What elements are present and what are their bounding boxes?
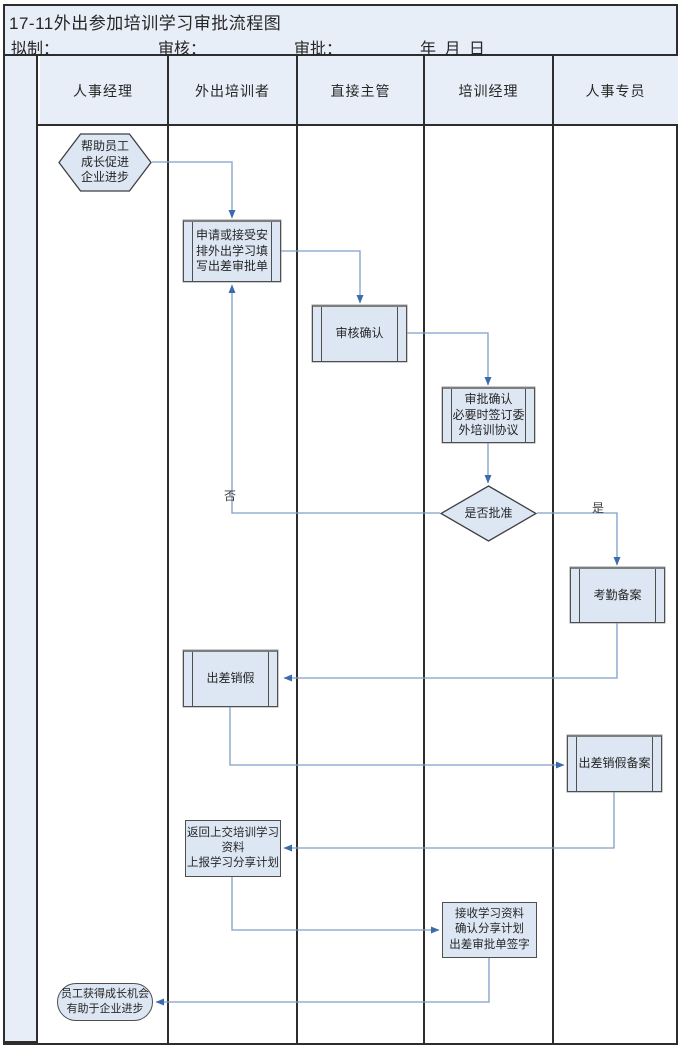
node-label: 出差销假: [206, 671, 255, 686]
node-label: 出差销假备案: [578, 756, 651, 771]
cancel-leave-record-box: 出差销假备案: [567, 735, 662, 792]
lane-header-band: [40, 56, 678, 125]
cancel-leave-box: 出差销假: [183, 650, 278, 707]
lane-header-1: 人事经理: [73, 82, 133, 99]
decision-no-label: 否: [224, 489, 237, 503]
lane-header-4: 培训经理: [458, 82, 519, 99]
node-label: 帮助员工成长促进企业进步: [80, 138, 129, 185]
lane-header-2: 外出培训者: [195, 82, 270, 99]
meta-reviewed-label: 审核：: [158, 41, 207, 58]
lane-separator: [296, 56, 298, 1043]
start-goal-hexagon: 帮助员工成长促进企业进步: [58, 133, 152, 192]
node-label: 员工获得成长机会有助于企业进步: [61, 987, 149, 1015]
lane-separator: [552, 56, 554, 1043]
lane-header-underline: [38, 124, 678, 126]
approve-confirm-box: 审批确认必要时签订委外培训协议: [442, 387, 535, 443]
attendance-record-box: 考勤备案: [570, 567, 665, 623]
meta-approved-label: 审批：: [294, 41, 343, 58]
return-materials-box: 返回上交培训学习资料上报学习分享计划: [185, 820, 281, 877]
node-label: 是否批准: [464, 505, 513, 520]
hex-shape: [58, 133, 152, 192]
lane-separator: [167, 56, 169, 1043]
lane-header-3: 直接主管: [330, 82, 391, 99]
decision-yes-label: 是: [592, 501, 605, 515]
title-bar: 17-11外出参加培训学习审批流程图 拟制： 审核： 审批： 年 月 日: [3, 4, 678, 58]
approved-decision: 是否批准: [440, 485, 537, 542]
node-label: 返回上交培训学习资料上报学习分享计划: [187, 826, 279, 870]
receive-materials-box: 接收学习资料确认分享计划出差审批单签字: [442, 902, 537, 958]
lane-header-5: 人事专员: [585, 82, 646, 99]
review-confirm-box: 审核确认: [312, 305, 407, 362]
left-margin-strip: [3, 56, 38, 1043]
node-label: 审核确认: [335, 326, 384, 341]
page-title: 17-11外出参加培训学习审批流程图: [9, 14, 282, 33]
node-label: 申请或接受安排外出学习填写出差审批单: [195, 227, 268, 274]
diamond-shape: [440, 485, 537, 542]
end-goal-terminal: 员工获得成长机会有助于企业进步: [57, 983, 153, 1021]
lane-separator: [423, 56, 425, 1043]
node-label: 审批确认必要时签订委外培训协议: [452, 391, 525, 438]
meta-date-label: 年 月 日: [420, 41, 487, 58]
meta-drafted-label: 拟制：: [11, 41, 60, 58]
node-label: 接收学习资料确认分享计划出差审批单签字: [449, 908, 530, 951]
node-label: 考勤备案: [593, 587, 642, 602]
apply-training-box: 申请或接受安排外出学习填写出差审批单: [183, 220, 281, 282]
